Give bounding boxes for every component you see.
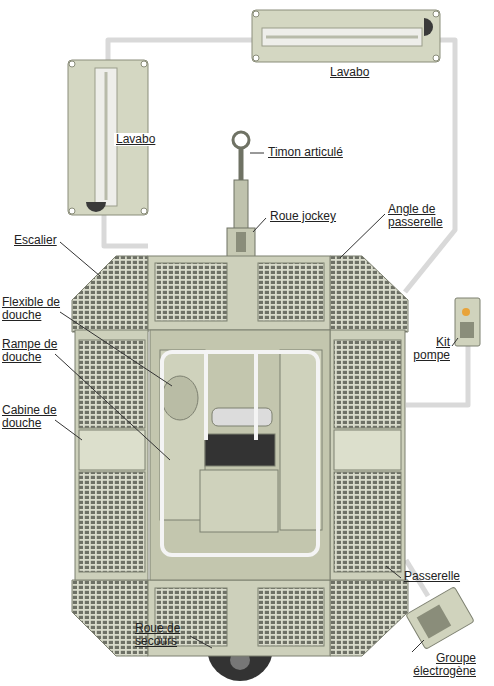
part-label: Lavabo xyxy=(114,133,157,146)
part-label: Groupe électrogène xyxy=(396,652,476,678)
part-label: Cabine de douche xyxy=(2,404,58,430)
drawbar xyxy=(227,132,255,257)
generator xyxy=(406,587,474,650)
part-label: Angle de passerelle xyxy=(388,203,462,229)
part-label: Rampe de douche xyxy=(2,338,58,364)
part-label: Flexible de douche xyxy=(2,296,70,322)
pump-kit xyxy=(455,298,480,346)
part-label: Roue jockey xyxy=(270,210,336,223)
shower-pipe xyxy=(162,352,318,555)
trailer-body xyxy=(72,256,408,656)
part-label: Lavabo xyxy=(330,66,369,79)
part-label: Timon articulé xyxy=(268,146,343,159)
part-label: Escalier xyxy=(14,234,57,247)
lavabo xyxy=(252,10,440,62)
water-pipe xyxy=(104,40,468,596)
part-label: Kit pompe xyxy=(410,336,450,362)
part-label: Roue de secours xyxy=(135,622,191,648)
part-label: Passerelle xyxy=(404,570,460,583)
